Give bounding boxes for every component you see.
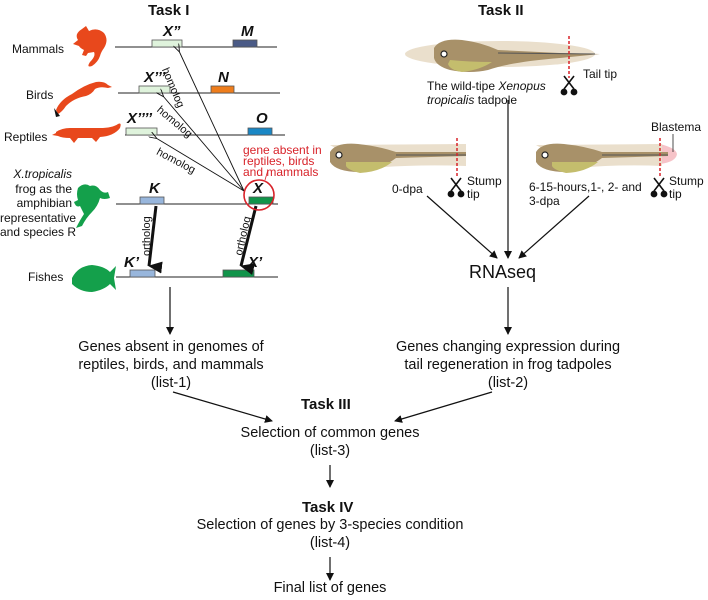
annotation-pointer: [264, 169, 269, 181]
gene-box-k-prime: [129, 269, 156, 278]
label-frog-line3: amphibian: [16, 196, 72, 210]
gene-box-x-prime: [222, 269, 255, 278]
scissors-icon-tail: [560, 75, 578, 96]
list-3-box: Selection of common genes (list-3): [220, 424, 440, 460]
tadpole-caption: The wild-tipe Xenopus tropicalis tadpole: [427, 79, 546, 107]
label-reptiles: Reptiles: [4, 130, 48, 144]
tadpole-0-dpa: [330, 143, 466, 173]
list-1-box: Genes absent in genomes of reptiles, bir…: [64, 338, 278, 392]
highlight-circle-x: [243, 179, 275, 211]
tadpole-regenerating: [536, 143, 677, 173]
label-frog-species: X.tropicalis: [13, 167, 72, 181]
label-mammals: Mammals: [12, 42, 65, 56]
gene-boxes: [125, 39, 274, 278]
task-4-title: Task IV: [302, 499, 354, 516]
arrow-0dpa-rnaseq: [426, 195, 498, 259]
list2-line2: tail regeneration in frog tadpoles: [404, 357, 612, 373]
ortholog-arrow-k: [147, 205, 163, 274]
label-blastema: Blastema: [651, 120, 702, 134]
list4-line1: Selection of genes by 3-species conditio…: [196, 517, 464, 533]
stump-text: Stump: [467, 174, 502, 188]
homolog-arrow-birds: [163, 96, 245, 192]
mammal-icon: [73, 26, 107, 67]
gene-label-x2: X”: [163, 23, 181, 40]
label-rnaseq: RNAseq: [469, 262, 537, 282]
gene-box-x2: [151, 39, 183, 48]
label-0-dpa: 0-dpa: [392, 182, 423, 196]
task-3-title: Task III: [301, 396, 351, 413]
list3-line1: Selection of common genes: [240, 425, 420, 441]
list1-line3: (list-1): [150, 375, 192, 391]
gene-box-m: [232, 39, 258, 48]
list1-line2: reptiles, birds, and mammals: [78, 357, 264, 373]
fish-icon: [72, 265, 116, 292]
arrow-regen-rnaseq: [518, 195, 590, 259]
list4-line2: (list-4): [309, 535, 351, 551]
timepoints-line-2: 3-dpa: [529, 194, 560, 208]
gene-label-x4: X’’’’: [127, 110, 153, 127]
annotation-line-2: reptiles, birds: [243, 154, 315, 168]
label-frog-line5: and species R: [0, 225, 77, 239]
gene-box-x4: [125, 127, 158, 136]
list-4-box: Selection of genes by 3-species conditio…: [170, 516, 490, 552]
label-frog-line4: representative: [0, 210, 77, 225]
gene-label-m: M: [241, 23, 254, 40]
annotation-line-3: and mammals: [243, 165, 319, 179]
list3-line2: (list-3): [309, 443, 351, 459]
list2-line1: Genes changing expression during: [395, 339, 621, 355]
label-stump-tip-0dpa: Stump tip: [467, 175, 502, 201]
tip-text: tip: [669, 187, 682, 201]
label-fishes: Fishes: [28, 270, 64, 284]
bird-icon: [54, 81, 112, 117]
label-timepoints: 6-15-hours,1-, 2- and 3-dpa: [529, 180, 642, 208]
homolog-arrow-mammals: [179, 51, 245, 192]
list1-line1: Genes absent in genomes of: [78, 339, 264, 355]
final-list-label: Final list of genes: [273, 580, 387, 596]
scissors-icon-0dpa: [447, 177, 465, 198]
gene-label-k: K: [149, 180, 160, 197]
ortholog-label-k: ortholog: [141, 216, 153, 256]
scissors-icon-regen: [650, 177, 668, 198]
task-2-title: Task II: [478, 2, 524, 19]
annotation-line-1: gene absent in: [243, 143, 322, 157]
label-stump-tip-regen: Stump tip: [669, 175, 704, 201]
caption-italic-2: tropicalis: [427, 93, 475, 107]
caption-italic-1: Xenopus: [498, 79, 546, 93]
gene-label-n: N: [218, 69, 229, 86]
flow-arrows: [166, 100, 590, 581]
label-tail-tip: Tail tip: [583, 67, 618, 81]
frog-icon: [74, 184, 110, 228]
tip-text: tip: [467, 187, 480, 201]
gene-box-x3: [138, 85, 171, 94]
gene-label-x: X: [253, 180, 264, 197]
label-frog: X.tropicalis frog as the amphibian repre…: [0, 167, 77, 240]
stump-text: Stump: [669, 174, 704, 188]
list2-line3: (list-2): [487, 375, 529, 391]
arrow-list2-list3: [394, 391, 493, 423]
list-2-box: Genes changing expression during tail re…: [388, 338, 628, 392]
ortholog-arrows: [147, 205, 258, 275]
gene-box-o: [247, 127, 273, 136]
caption-plain-1: The wild-tipe: [427, 79, 499, 93]
ortholog-arrow-x: [239, 205, 258, 275]
arrow-list1-list3: [172, 391, 273, 423]
timepoints-line-1: 6-15-hours,1-, 2- and: [529, 180, 642, 194]
gene-label-o: O: [256, 110, 268, 127]
gene-box-x: [248, 196, 274, 205]
gene-box-k: [139, 196, 165, 205]
gene-box-n: [210, 85, 235, 94]
reptile-icon: [52, 123, 121, 143]
gene-label-x-prime: X’: [248, 254, 263, 271]
gene-label-x3: X’’’: [144, 69, 166, 86]
annotation-gene-absent: gene absent in reptiles, birds and mamma…: [243, 143, 322, 179]
homolog-arrows: [156, 51, 245, 192]
tadpole-wild-type: [405, 39, 600, 72]
homolog-arrow-reptiles: [156, 138, 245, 192]
gene-label-k-prime: K’: [124, 254, 139, 271]
task-1-title: Task I: [148, 2, 190, 19]
label-frog-line2: frog as the: [15, 181, 72, 196]
caption-plain-2: tadpole: [474, 93, 518, 107]
label-birds: Birds: [26, 88, 54, 102]
